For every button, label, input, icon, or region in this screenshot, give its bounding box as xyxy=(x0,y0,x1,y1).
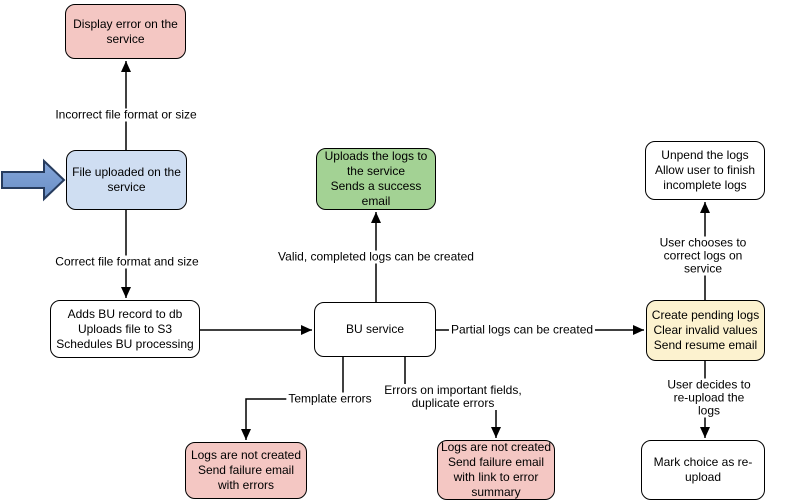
node-unpend-logs: Unpend the logs Allow user to finish inc… xyxy=(645,141,765,200)
edge-label-partial-logs: Partial logs can be created xyxy=(448,322,596,337)
node-logs-failure-summary: Logs are not created Send failure email … xyxy=(437,440,555,500)
edge-label-important-errors: Errors on important fields, duplicate er… xyxy=(382,383,524,410)
node-create-pending-logs: Create pending logs Clear invalid values… xyxy=(646,300,765,361)
edge-label-valid-logs: Valid, completed logs can be created xyxy=(276,249,476,264)
node-display-error: Display error on the service xyxy=(65,4,186,59)
edge-label-incorrect-format: Incorrect file format or size xyxy=(53,107,199,122)
node-adds-bu-record: Adds BU record to db Uploads file to S3 … xyxy=(50,300,200,358)
edge-label-template-errors: Template errors xyxy=(286,391,374,406)
edge-label-user-decides: User decides to re-upload the logs xyxy=(663,378,755,418)
node-logs-failure-errors: Logs are not created Send failure email … xyxy=(185,442,307,499)
edge-label-correct-format: Correct file format and size xyxy=(53,254,201,269)
entry-block-arrow-icon xyxy=(1,158,66,202)
node-bu-service: BU service xyxy=(314,302,436,357)
node-file-uploaded: File uploaded on the service xyxy=(66,150,187,210)
edge-label-user-chooses: User chooses to correct logs on service xyxy=(654,236,752,276)
node-uploads-logs-success: Uploads the logs to the service Sends a … xyxy=(316,148,436,210)
node-mark-choice-reupload: Mark choice as re- upload xyxy=(641,440,765,500)
